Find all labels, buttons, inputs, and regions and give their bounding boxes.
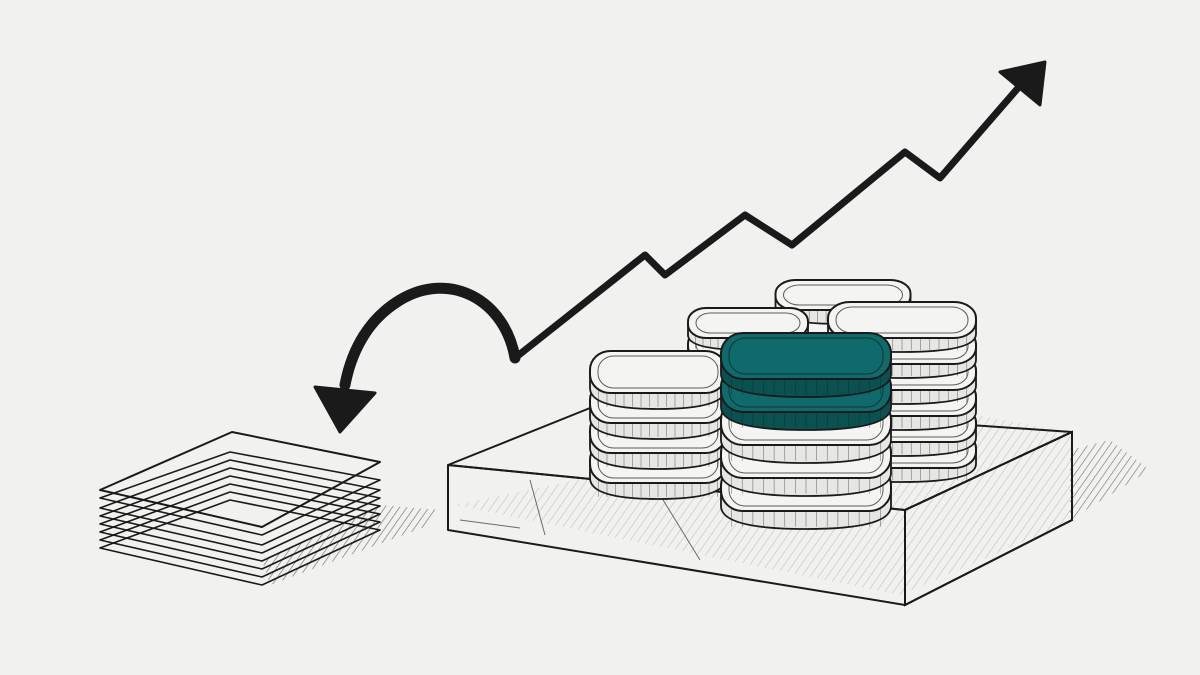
- coin-icon: [589, 350, 727, 410]
- coin-stacks: [589, 279, 977, 530]
- paper-stack-icon: [99, 431, 381, 586]
- coin-stack-icon: [720, 332, 892, 530]
- teal-coin-icon: [720, 332, 892, 398]
- upward-trend-arrow-icon: [511, 60, 1047, 362]
- coin-stack-icon: [589, 350, 727, 500]
- curved-back-arrow-icon: [313, 282, 521, 434]
